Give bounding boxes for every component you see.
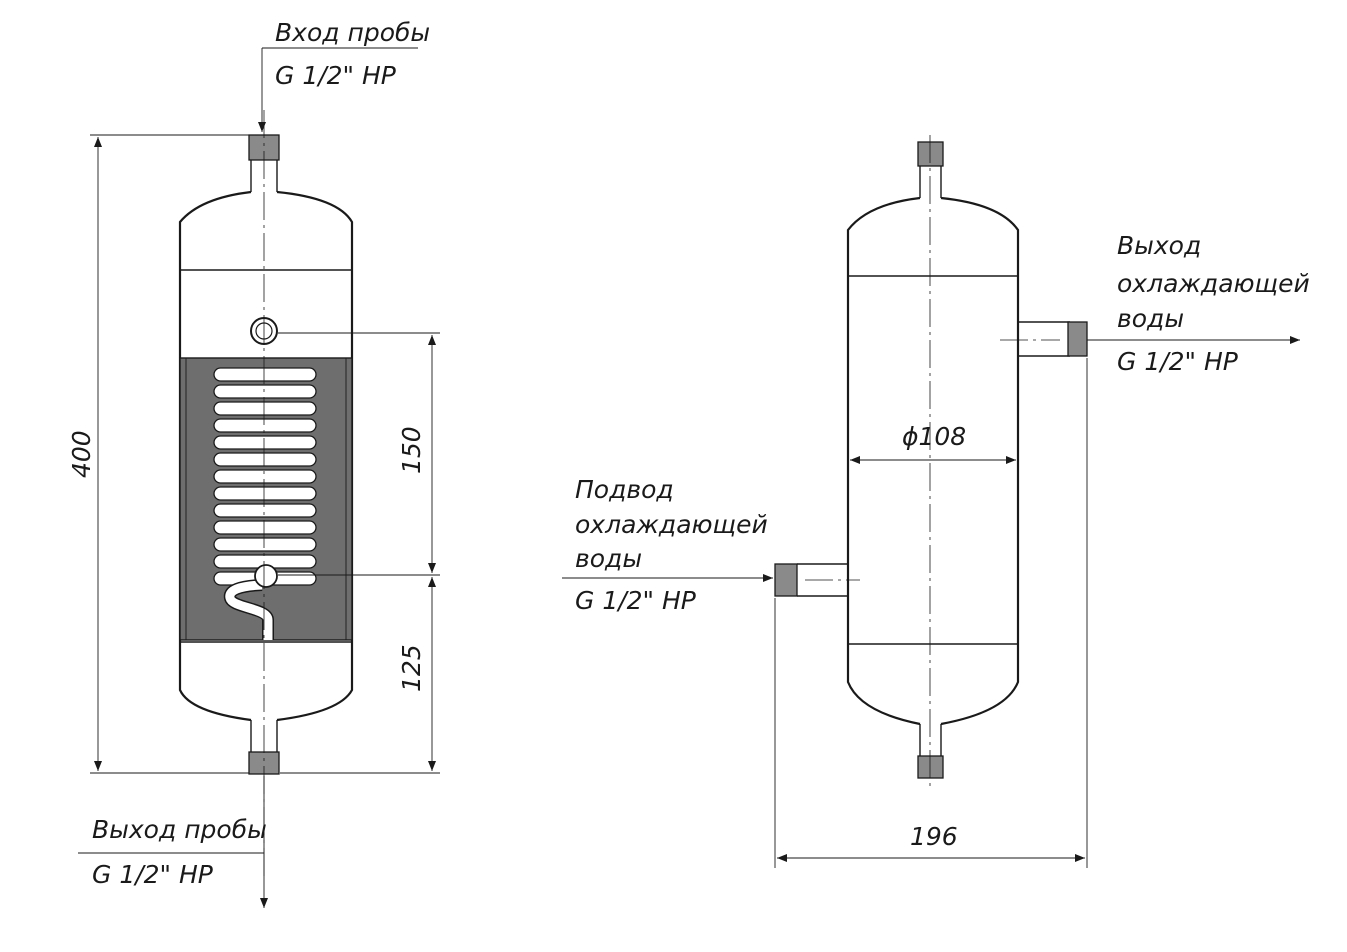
coil-turn (213, 418, 317, 433)
coil-turn (213, 384, 317, 399)
cooling-out-thread-label: G 1/2" НР (1117, 347, 1239, 376)
lower-nozzle (254, 564, 278, 588)
right-bottom-nipple-thread (917, 755, 944, 779)
inlet-thread: G 1/2" НР (275, 61, 397, 90)
cooling-in-line3: воды (575, 544, 642, 573)
dim-coil-height: 150 (397, 426, 426, 474)
cooling-out-line2: охлаждающей (1117, 269, 1310, 298)
cooling-in-line2: охлаждающей (575, 510, 768, 539)
coil-turn (213, 452, 317, 467)
cooling-out-thread (1067, 321, 1088, 357)
cooling-in-thread-label: G 1/2" НР (575, 586, 697, 615)
cooling-out-line1: Выход (1117, 231, 1201, 260)
cooling-in-thread (774, 563, 798, 597)
coil-turn (213, 503, 317, 518)
coil-turn (213, 367, 317, 382)
cooling-in-line1: Подвод (575, 475, 674, 504)
cooling-out-line3: воды (1117, 304, 1184, 333)
dim-diameter: ϕ108 (902, 422, 966, 451)
coil-turn (213, 520, 317, 535)
inlet-title: Вход пробы (275, 18, 430, 47)
coil-turn (213, 537, 317, 552)
right-view: ϕ108 196 Выход охлаждающей воды G 1/2" Н… (562, 135, 1310, 868)
dim-overall-height: 400 (67, 430, 96, 478)
coil-turn (213, 469, 317, 484)
coil-turn (213, 486, 317, 501)
right-vessel-body (846, 196, 1020, 726)
coil-turn (213, 401, 317, 416)
coil-turn (213, 435, 317, 450)
outlet-thread: G 1/2" НР (92, 860, 214, 889)
dim-bottom-offset: 125 (397, 644, 426, 692)
outlet-title: Выход пробы (92, 815, 267, 844)
left-view: Вход пробы G 1/2" НР Выход пробы G 1/2" … (67, 18, 440, 908)
right-top-nipple-thread (917, 141, 944, 167)
dim-width: 196 (910, 822, 958, 851)
